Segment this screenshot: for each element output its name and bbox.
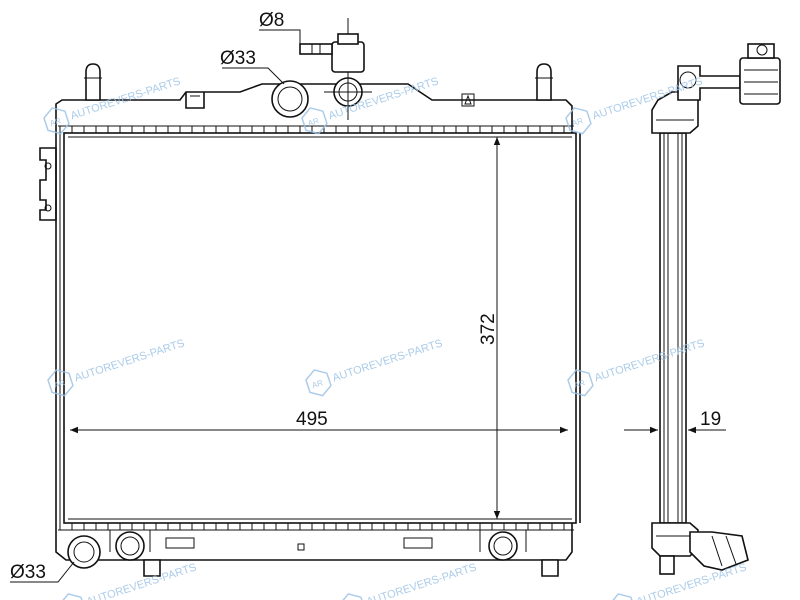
svg-text:AR: AR xyxy=(53,378,67,390)
radiator-core xyxy=(63,132,577,524)
side-view xyxy=(624,43,781,575)
bottom-tank xyxy=(55,523,574,577)
watermark: AR AUTOREVERS-PARTS xyxy=(301,75,440,135)
svg-text:AUTOREVERS-PARTS: AUTOREVERS-PARTS xyxy=(85,561,198,600)
outlet-diameter-label: Ø33 xyxy=(10,562,46,583)
left-brackets xyxy=(39,133,581,523)
inlet-port xyxy=(271,80,309,118)
thickness-dimension-label: 19 xyxy=(700,409,721,430)
top-tank xyxy=(55,18,574,133)
small-overflow-pipe xyxy=(299,43,333,55)
svg-text:AR: AR xyxy=(311,378,325,390)
svg-text:AUTOREVERS-PARTS: AUTOREVERS-PARTS xyxy=(365,561,478,600)
svg-text:AR: AR xyxy=(571,116,585,128)
svg-text:AR: AR xyxy=(573,378,587,390)
watermark: AR AUTOREVERS-PARTS xyxy=(567,337,706,397)
width-dimension-label: 495 xyxy=(296,409,328,430)
watermarks: AR AUTOREVERS-PARTS AR AUTOREVERS-PARTS … xyxy=(43,75,748,600)
height-dimension-label: 372 xyxy=(478,313,499,345)
front-view xyxy=(10,18,581,583)
svg-text:AR: AR xyxy=(49,116,63,128)
watermark: AR AUTOREVERS-PARTS xyxy=(47,337,186,397)
svg-text:AUTOREVERS-PARTS: AUTOREVERS-PARTS xyxy=(593,337,706,384)
svg-text:AUTOREVERS-PARTS: AUTOREVERS-PARTS xyxy=(635,561,748,600)
svg-text:AUTOREVERS-PARTS: AUTOREVERS-PARTS xyxy=(331,337,444,384)
small-pipe-diameter-label: Ø8 xyxy=(259,10,284,31)
dimension-lines xyxy=(10,29,568,583)
outlet-port xyxy=(67,535,101,569)
inlet-diameter-label: Ø33 xyxy=(220,48,256,69)
svg-text:AUTOREVERS-PARTS: AUTOREVERS-PARTS xyxy=(73,337,186,384)
svg-text:AR: AR xyxy=(307,116,321,128)
watermark: AR AUTOREVERS-PARTS xyxy=(305,337,444,397)
watermark: AR AUTOREVERS-PARTS xyxy=(43,75,182,135)
